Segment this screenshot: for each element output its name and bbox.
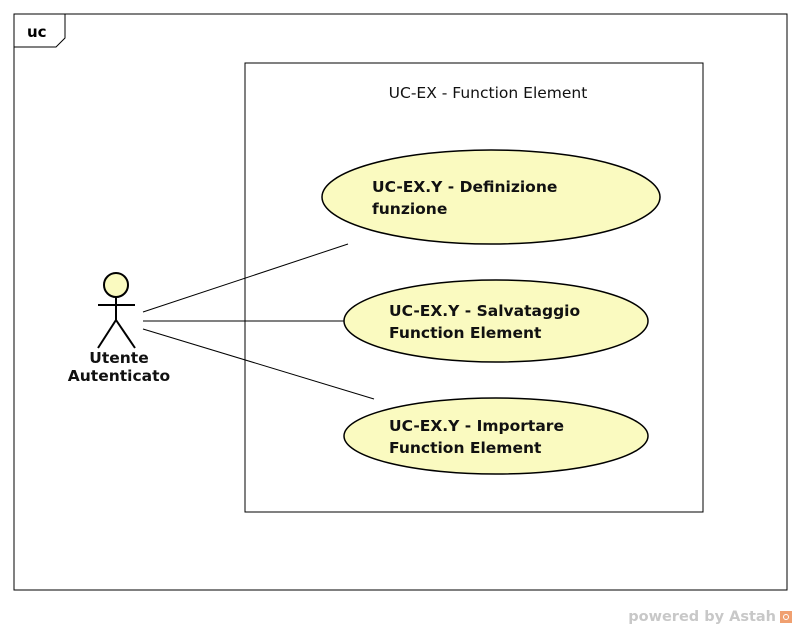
watermark-text: powered by Astah [628, 609, 776, 625]
association-line-1[interactable] [142, 243, 349, 313]
actor-head [103, 272, 129, 298]
use-case-label-3-line1: UC-EX.Y - Importare [389, 417, 564, 435]
diagram-frame [13, 13, 788, 591]
use-case-label-2-line2: Function Element [389, 324, 542, 342]
association-line-3[interactable] [142, 328, 375, 400]
use-case-importare[interactable] [343, 397, 649, 475]
frame-tab-label: uc [27, 23, 47, 41]
use-case-label-3: UC-EX.Y - Importare Function Element [389, 415, 564, 459]
system-title: UC-EX - Function Element [388, 84, 588, 102]
actor-name: Utente Autenticato [67, 349, 171, 385]
actor-left-leg [97, 319, 117, 349]
system-boundary[interactable] [244, 62, 704, 513]
astah-watermark: powered by Astah [628, 609, 792, 625]
actor-figure[interactable] [97, 272, 136, 349]
frame-tab: uc [14, 14, 64, 47]
use-case-definizione-funzione[interactable] [321, 149, 661, 245]
use-case-label-3-line2: Function Element [389, 439, 542, 457]
use-case-label-1: UC-EX.Y - Definizione funzione [372, 176, 557, 220]
use-case-label-2: UC-EX.Y - Salvataggio Function Element [389, 300, 580, 344]
use-case-label-2-line1: UC-EX.Y - Salvataggio [389, 302, 581, 320]
use-case-salvataggio[interactable] [343, 279, 649, 363]
astah-logo-icon [780, 611, 792, 623]
frame-tab-border [14, 14, 66, 48]
use-case-label-1-line1: UC-EX.Y - Definizione [372, 178, 558, 196]
actor-right-leg [115, 319, 136, 349]
use-case-label-1-line2: funzione [372, 200, 448, 218]
